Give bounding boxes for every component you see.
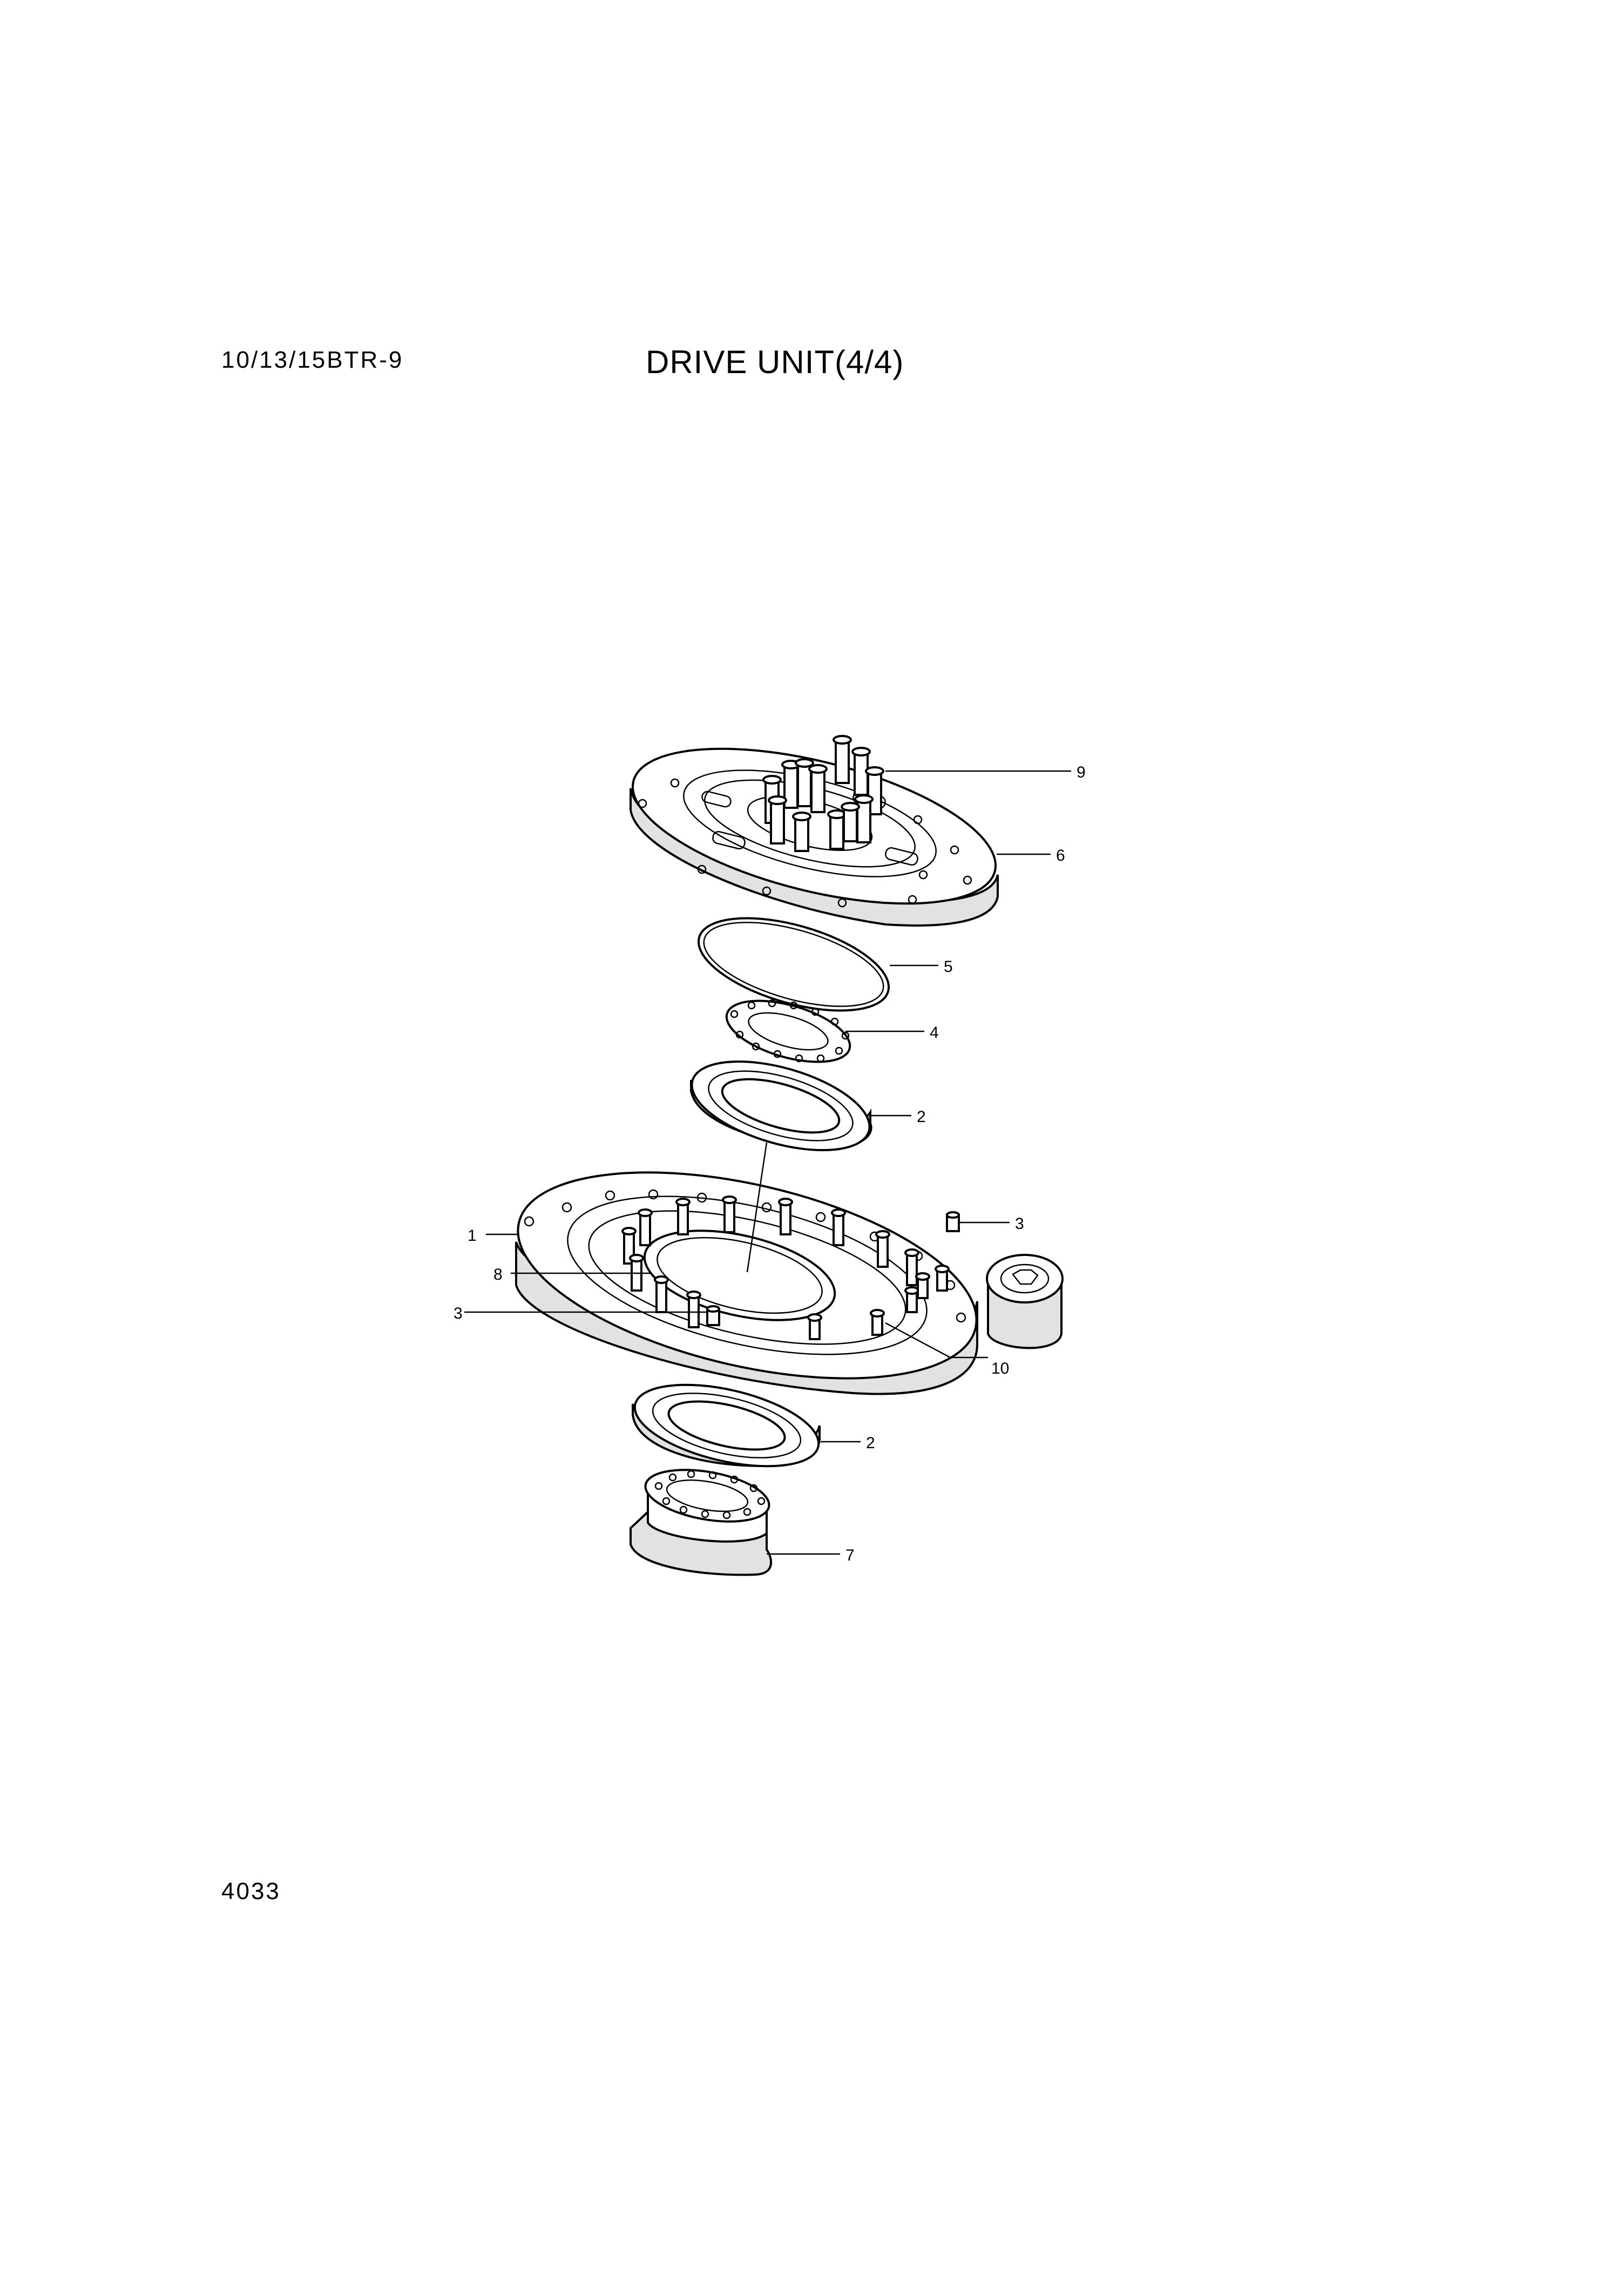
page-title: DRIVE UNIT(4/4)	[646, 344, 904, 380]
part-2-lower-bearing	[632, 1383, 821, 1468]
page-number: 4033	[221, 1878, 281, 1904]
callout-5: 5	[944, 958, 953, 976]
callout-3-right: 3	[1015, 1215, 1024, 1233]
part-motor-boss	[986, 1254, 1064, 1349]
callout-6: 6	[1056, 847, 1065, 864]
part-9-bolt-set	[762, 735, 884, 852]
callout-labels: 9 6 5 4 2 3 1 8 3 10 2 7	[454, 764, 1086, 1564]
callout-9: 9	[1077, 764, 1086, 781]
assembly-centerline	[746, 1142, 768, 1273]
callout-3-left: 3	[454, 1305, 463, 1322]
leader-lines	[464, 770, 1071, 1555]
callout-2-lower: 2	[866, 1434, 875, 1452]
leader-10	[885, 1322, 988, 1359]
callout-1: 1	[468, 1227, 477, 1245]
callout-7: 7	[845, 1546, 855, 1564]
part-3-dowel-pins	[706, 1211, 960, 1326]
callout-2-upper: 2	[917, 1108, 926, 1126]
callout-4: 4	[930, 1024, 939, 1042]
part-2-upper-bearing	[690, 1060, 872, 1151]
callout-10: 10	[991, 1360, 1009, 1377]
part-6-cover-plate	[630, 747, 999, 927]
part-10-housing-bolts	[621, 1195, 950, 1340]
part-5-o-ring	[697, 917, 890, 1012]
part-4-thrust-washer	[725, 999, 851, 1063]
model-number: 10/13/15BTR-9	[221, 347, 404, 373]
callout-8: 8	[493, 1266, 503, 1284]
part-7-hub	[630, 1469, 772, 1576]
part-1-housing	[515, 1171, 978, 1395]
